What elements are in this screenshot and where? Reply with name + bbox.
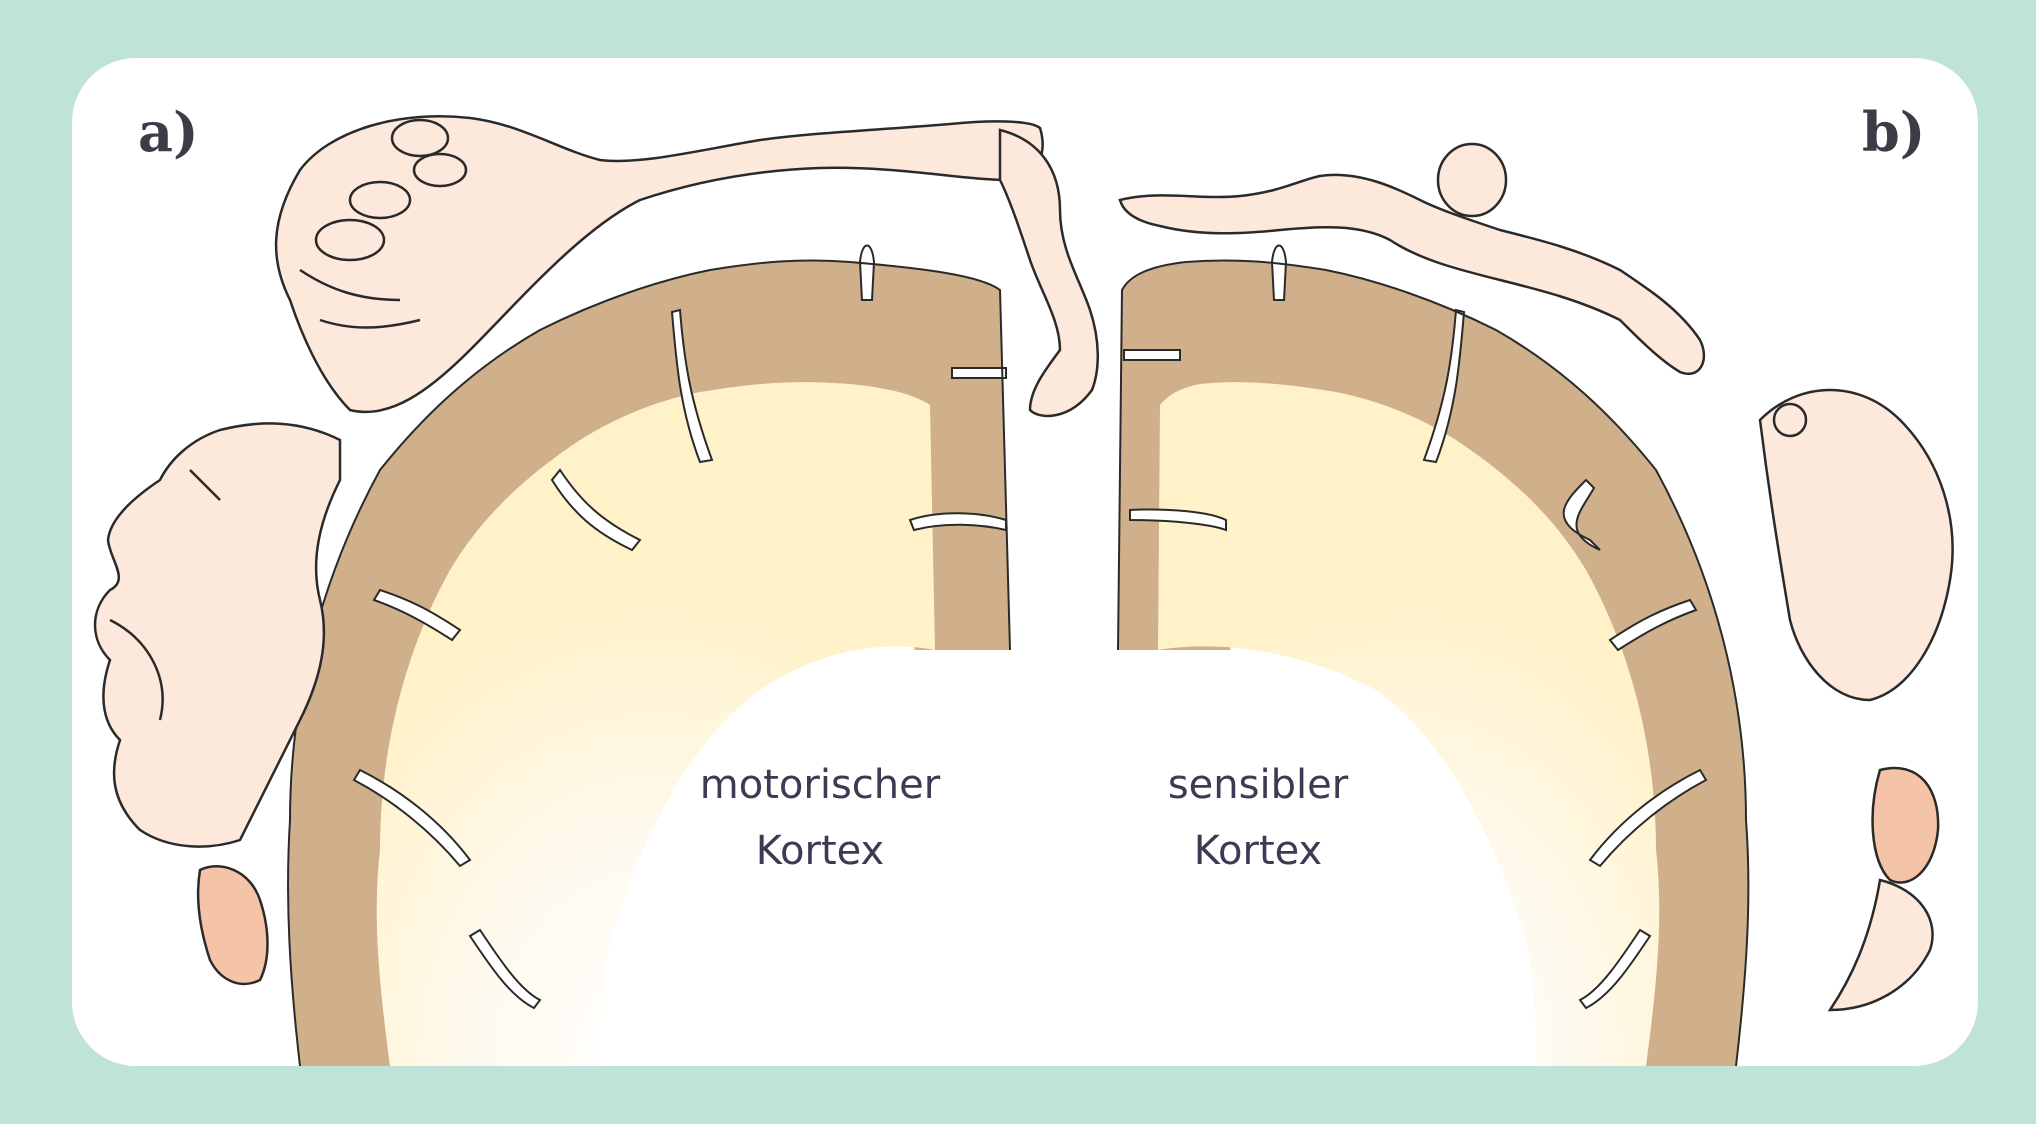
sensory-cortex-caption: sensibler Kortex <box>1118 752 1398 884</box>
sensory-lips <box>1873 768 1939 882</box>
motor-cortex-caption: motorischer Kortex <box>660 752 980 884</box>
motor-cortex-caption-line1: motorischer <box>660 752 980 818</box>
sensory-head <box>1438 144 1506 216</box>
motor-cortex-caption-line2: Kortex <box>660 818 980 884</box>
panel-label-a: a) <box>138 100 199 164</box>
sensory-cortex-caption-line1: sensibler <box>1118 752 1398 818</box>
sensory-cortex-caption-line2: Kortex <box>1118 818 1398 884</box>
panel-label-b: b) <box>1862 100 1925 164</box>
